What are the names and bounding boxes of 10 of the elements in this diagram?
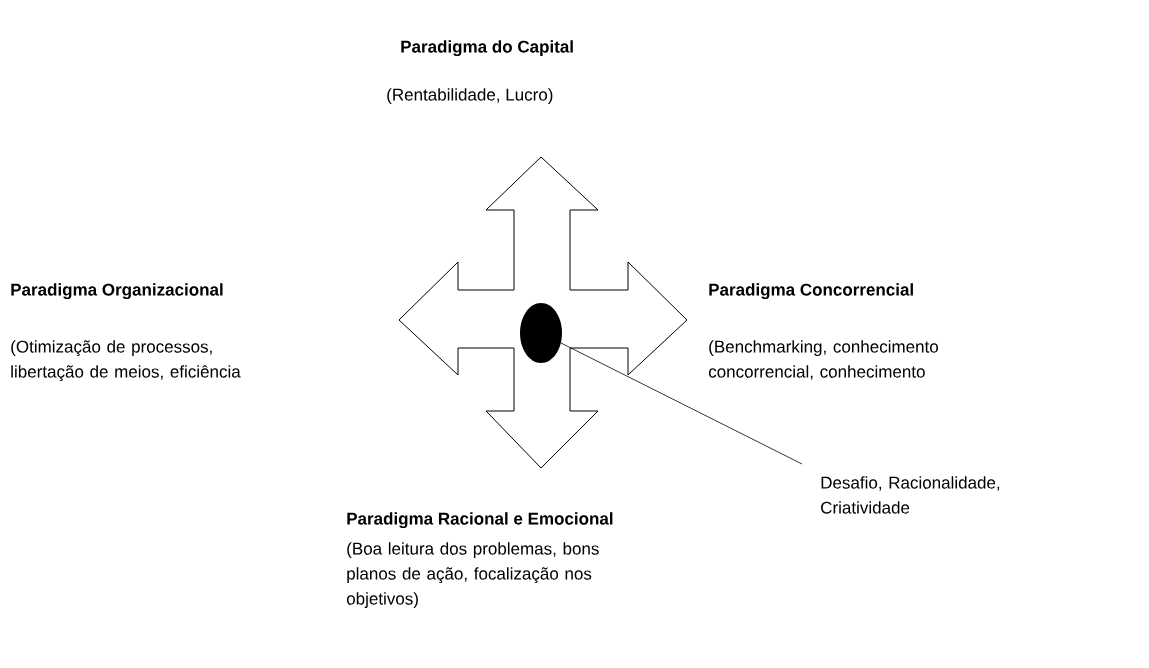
description: (Otimização de processos, libertação de meios, eficiência — [11, 340, 241, 382]
heading: Paradigma Racional e Emocional — [347, 512, 613, 529]
description: (Boa leitura dos problemas, bons planos de ação, focalização nos objetivos) — [346, 542, 599, 609]
heading: Paradigma Concorrencial — [709, 283, 913, 300]
description: (Benchmarking, conhecimento concorrencial, conhecimento — [708, 340, 938, 380]
callout-text: Desafio, Racionalidade, Criatividade — [821, 476, 1000, 514]
ellipse-dot — [520, 303, 562, 363]
description: (Rentabilidade, Lucro) — [387, 88, 553, 105]
heading: Paradigma Organizacional — [11, 283, 223, 300]
heading: Paradigma do Capital — [401, 40, 573, 57]
